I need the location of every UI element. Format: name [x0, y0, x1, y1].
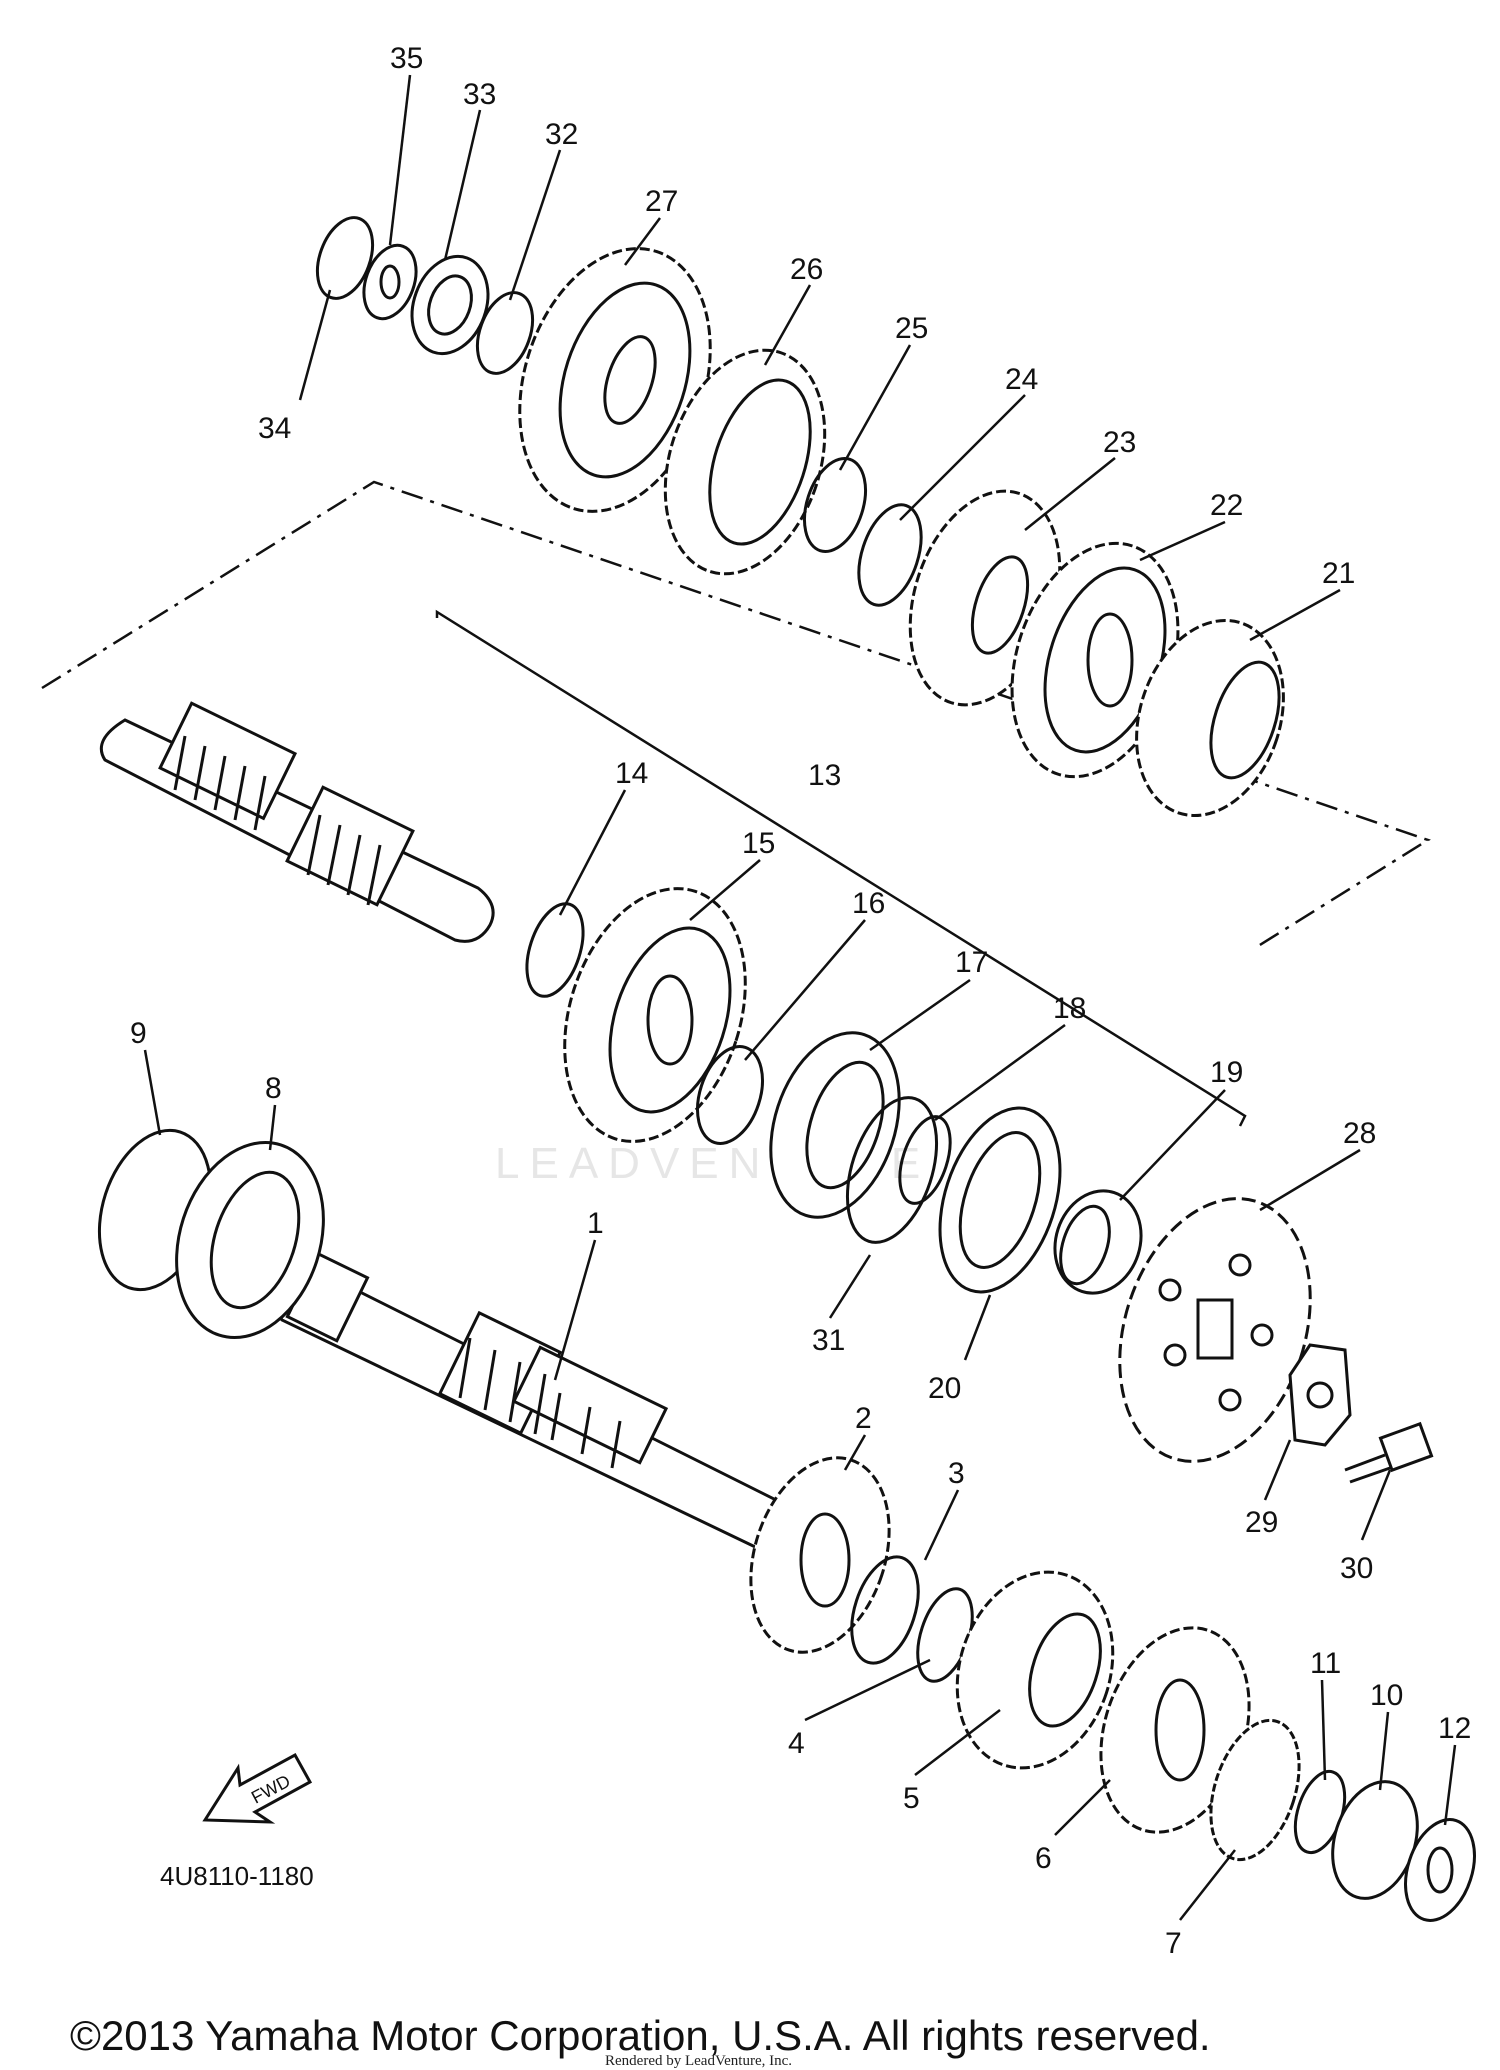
label-part-7: 7: [1165, 1927, 1182, 1960]
part-21-gear: [1135, 618, 1285, 818]
part-3-washer: [850, 1555, 920, 1665]
label-part-22: 22: [1210, 489, 1243, 522]
part-26-gear: [663, 348, 827, 576]
label-part-17: 17: [955, 946, 988, 979]
part-7-gear: [1209, 1718, 1301, 1862]
part-20-oil-seal: [938, 1106, 1062, 1294]
label-part-3: 3: [948, 1457, 965, 1490]
fwd-arrow: FWD: [202, 1752, 313, 1824]
copyright-notice: ©2013 Yamaha Motor Corporation, U.S.A. A…: [70, 2012, 1211, 2059]
label-part-27: 27: [645, 185, 678, 218]
label-part-35: 35: [390, 42, 423, 75]
part-15-gear: [563, 887, 747, 1143]
label-part-21: 21: [1322, 557, 1355, 590]
countershaft: [99, 701, 495, 943]
part-14-circlip: [525, 902, 585, 998]
label-part-8: 8: [265, 1072, 282, 1105]
label-part-34: 34: [258, 412, 291, 445]
rendered-by-note: Rendered by LeadVenture, Inc.: [605, 2053, 792, 2069]
part-34-circlip: [315, 216, 375, 300]
label-part-9: 9: [130, 1017, 147, 1050]
label-part-33: 33: [463, 78, 496, 111]
part-29-lock-washer: [1288, 1343, 1352, 1447]
label-part-20: 20: [928, 1372, 961, 1405]
part-32-washer: [475, 291, 535, 375]
bracket-13: [435, 609, 1247, 1127]
part-31-plate: [845, 1096, 939, 1244]
leader-lines: [143, 74, 1457, 1921]
label-part-13: 13: [808, 759, 841, 792]
part-19-collar: [1053, 1189, 1143, 1295]
label-part-28: 28: [1343, 1117, 1376, 1150]
part-17-bearing: [769, 1031, 901, 1219]
label-part-5: 5: [903, 1782, 920, 1815]
label-part-4: 4: [788, 1727, 805, 1760]
label-part-14: 14: [615, 757, 648, 790]
label-part-1: 1: [587, 1207, 604, 1240]
assembly-boundary: [41, 480, 1431, 950]
label-part-25: 25: [895, 312, 928, 345]
main-axle: [273, 1251, 815, 1561]
part-25-circlip: [803, 457, 867, 553]
label-part-10: 10: [1370, 1679, 1403, 1712]
drawing-code: 4U8110-1180: [160, 1861, 314, 1891]
part-labels: 35 33 32 27 26 25 24 23 22 21 34 14 13 1…: [130, 42, 1471, 1960]
label-part-26: 26: [790, 253, 823, 286]
part-27-gear: [518, 247, 712, 513]
label-part-19: 19: [1210, 1056, 1243, 1089]
label-part-32: 32: [545, 118, 578, 151]
label-part-23: 23: [1103, 426, 1136, 459]
label-part-31: 31: [812, 1324, 845, 1357]
part-30-bolt: [1344, 1421, 1434, 1484]
part-35-washer: [362, 243, 418, 321]
label-part-6: 6: [1035, 1842, 1052, 1875]
part-16-washer: [696, 1045, 764, 1145]
part-2-gear: [749, 1456, 891, 1654]
label-part-11: 11: [1310, 1647, 1341, 1680]
label-part-15: 15: [742, 827, 775, 860]
part-5-gear: [955, 1570, 1115, 1770]
part-8-bearing: [175, 1140, 325, 1340]
label-part-18: 18: [1053, 992, 1086, 1025]
part-12-washer: [1404, 1818, 1476, 1922]
label-part-24: 24: [1005, 363, 1038, 396]
label-part-12: 12: [1438, 1712, 1471, 1745]
label-part-30: 30: [1340, 1552, 1373, 1585]
part-24-washer: [857, 503, 923, 607]
label-part-29: 29: [1245, 1506, 1278, 1539]
label-part-16: 16: [852, 887, 885, 920]
label-part-2: 2: [855, 1402, 872, 1435]
